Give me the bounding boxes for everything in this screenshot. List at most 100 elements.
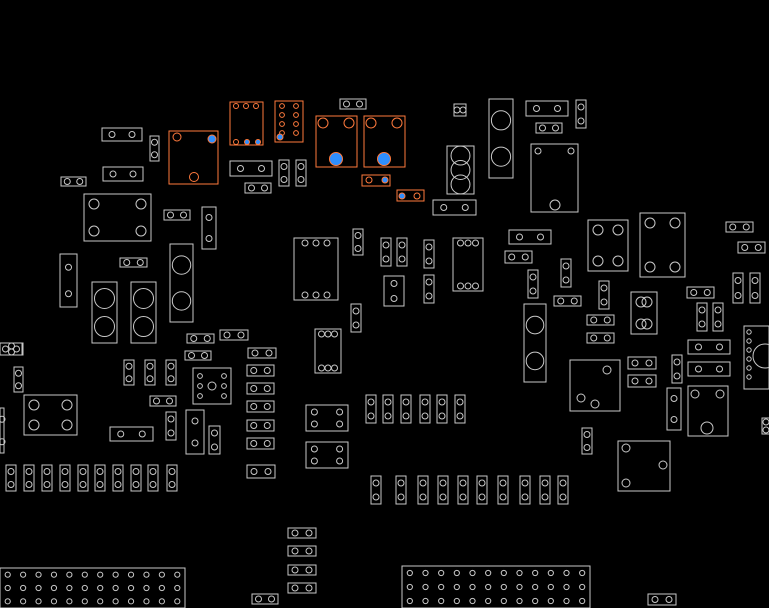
resistor-horizontal[interactable] bbox=[229, 160, 273, 177]
highlight-block-4[interactable] bbox=[315, 115, 358, 168]
resistor-vertical[interactable] bbox=[149, 135, 160, 162]
resistor-horizontal[interactable] bbox=[246, 364, 275, 377]
resistor-vertical[interactable] bbox=[666, 387, 682, 431]
resistor-vertical[interactable] bbox=[423, 239, 435, 269]
resistor-horizontal[interactable] bbox=[0, 342, 23, 356]
sot-package[interactable] bbox=[452, 237, 484, 292]
resistor-horizontal[interactable] bbox=[725, 221, 754, 233]
resistor-vertical[interactable] bbox=[395, 475, 407, 505]
resistor-horizontal[interactable] bbox=[246, 400, 275, 413]
resistor-horizontal[interactable] bbox=[339, 98, 367, 110]
resistor-vertical[interactable] bbox=[454, 394, 466, 424]
resistor-vertical[interactable] bbox=[94, 464, 106, 492]
resistor-vertical[interactable] bbox=[208, 425, 221, 455]
ic-package[interactable] bbox=[687, 385, 729, 437]
resistor-vertical[interactable] bbox=[147, 464, 159, 492]
resistor-vertical[interactable] bbox=[59, 464, 71, 492]
transistor-footprint[interactable] bbox=[446, 145, 475, 195]
ic-package[interactable] bbox=[630, 291, 658, 335]
resistor-horizontal[interactable] bbox=[149, 395, 177, 407]
resistor-horizontal[interactable] bbox=[244, 182, 272, 194]
highlight-block-5[interactable] bbox=[363, 115, 406, 168]
resistor-vertical[interactable] bbox=[519, 475, 531, 505]
resistor-vertical[interactable] bbox=[671, 354, 683, 384]
resistor-vertical[interactable] bbox=[201, 206, 217, 250]
resistor-horizontal[interactable] bbox=[647, 593, 677, 606]
resistor-horizontal[interactable] bbox=[119, 257, 148, 268]
resistor-vertical[interactable] bbox=[41, 464, 53, 492]
resistor-vertical[interactable] bbox=[749, 272, 761, 304]
resistor-vertical[interactable] bbox=[112, 464, 124, 492]
resistor-vertical[interactable] bbox=[539, 475, 551, 505]
resistor-vertical[interactable] bbox=[278, 159, 290, 187]
resistor-vertical[interactable] bbox=[165, 359, 177, 386]
resistor-horizontal[interactable] bbox=[586, 314, 615, 326]
resistor-horizontal[interactable] bbox=[525, 100, 569, 117]
resistor-horizontal[interactable] bbox=[246, 419, 275, 432]
resistor-horizontal[interactable] bbox=[287, 564, 317, 576]
resistor-vertical[interactable] bbox=[185, 409, 205, 455]
resistor-horizontal[interactable] bbox=[60, 176, 87, 187]
resistor-horizontal[interactable] bbox=[627, 356, 657, 370]
ic-socket[interactable] bbox=[192, 367, 232, 405]
resistor-horizontal[interactable] bbox=[737, 241, 766, 254]
resistor-horizontal[interactable] bbox=[219, 329, 249, 341]
crystal-footprint[interactable] bbox=[488, 98, 514, 179]
resistor-horizontal[interactable] bbox=[432, 199, 477, 216]
resistor-horizontal[interactable] bbox=[627, 374, 657, 388]
sot-package[interactable] bbox=[293, 237, 339, 301]
resistor-horizontal[interactable] bbox=[535, 122, 563, 134]
resistor-vertical[interactable] bbox=[123, 359, 135, 386]
ic-package[interactable] bbox=[83, 193, 152, 242]
resistor-vertical[interactable] bbox=[527, 269, 539, 299]
resistor-vertical[interactable] bbox=[696, 302, 708, 332]
crystal-footprint[interactable] bbox=[523, 303, 547, 383]
resistor-vertical[interactable] bbox=[575, 99, 587, 129]
resistor-horizontal[interactable] bbox=[246, 437, 275, 450]
resistor-vertical[interactable] bbox=[380, 237, 392, 267]
resistor-horizontal[interactable] bbox=[686, 286, 715, 299]
connector-footprint[interactable] bbox=[743, 325, 769, 390]
sot-package[interactable] bbox=[314, 328, 342, 374]
resistor-vertical[interactable] bbox=[5, 464, 17, 492]
resistor-horizontal[interactable] bbox=[101, 127, 143, 142]
resistor-vertical[interactable] bbox=[396, 237, 408, 267]
resistor-horizontal[interactable] bbox=[184, 350, 212, 361]
resistor-horizontal[interactable] bbox=[246, 464, 276, 479]
resistor-vertical[interactable] bbox=[581, 427, 593, 455]
resistor-vertical[interactable] bbox=[352, 228, 364, 256]
resistor-horizontal[interactable] bbox=[687, 361, 731, 377]
resistor-horizontal[interactable] bbox=[102, 166, 144, 182]
resistor-vertical[interactable] bbox=[77, 464, 89, 492]
crystal-footprint[interactable] bbox=[169, 243, 194, 323]
resistor-horizontal[interactable] bbox=[246, 382, 275, 395]
pin-header-left[interactable] bbox=[0, 567, 186, 608]
resistor-horizontal[interactable] bbox=[508, 229, 552, 245]
highlight-block-7[interactable] bbox=[396, 189, 425, 202]
crystal-footprint[interactable] bbox=[130, 281, 157, 344]
resistor-horizontal[interactable] bbox=[586, 332, 615, 344]
resistor-horizontal[interactable] bbox=[109, 426, 154, 442]
resistor-vertical[interactable] bbox=[437, 475, 449, 505]
resistor-horizontal[interactable] bbox=[553, 295, 582, 307]
resistor-horizontal[interactable] bbox=[287, 545, 317, 557]
resistor-vertical[interactable] bbox=[382, 394, 394, 424]
resistor-horizontal[interactable] bbox=[163, 209, 191, 221]
resistor-horizontal[interactable] bbox=[287, 582, 317, 594]
resistor-vertical[interactable] bbox=[557, 475, 569, 505]
ic-package[interactable] bbox=[569, 359, 621, 412]
resistor-vertical[interactable] bbox=[476, 475, 488, 505]
highlight-block-2[interactable] bbox=[229, 101, 264, 146]
ic-package[interactable] bbox=[530, 143, 579, 213]
resistor-vertical[interactable] bbox=[166, 464, 178, 492]
resistor-vertical[interactable] bbox=[295, 159, 307, 187]
highlight-block-3[interactable] bbox=[274, 100, 304, 143]
ic-package[interactable] bbox=[617, 440, 671, 492]
resistor-vertical[interactable] bbox=[383, 275, 405, 307]
resistor-vertical[interactable] bbox=[423, 274, 435, 304]
resistor-horizontal[interactable] bbox=[186, 333, 215, 344]
resistor-vertical[interactable] bbox=[457, 475, 469, 505]
resistor-vertical[interactable] bbox=[436, 394, 448, 424]
resistor-vertical[interactable] bbox=[417, 475, 429, 505]
crystal-footprint[interactable] bbox=[91, 281, 118, 344]
